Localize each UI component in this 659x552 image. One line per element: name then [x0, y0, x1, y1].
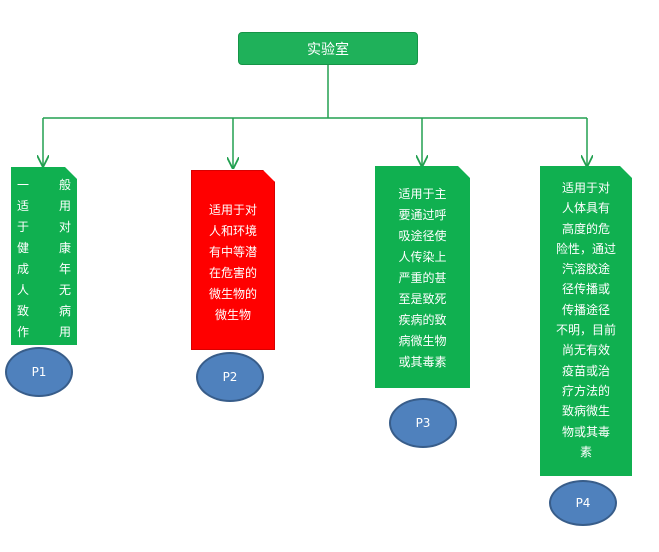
- level-badge-label: P1: [31, 365, 47, 379]
- card-p3-line: 人传染上: [398, 250, 447, 264]
- card-p4-line: 致病微生: [561, 404, 610, 419]
- card-p4-line: 人体具有: [561, 201, 610, 216]
- root-node-lab: 实验室: [238, 32, 418, 65]
- card-p2-line: 有中等潜: [208, 245, 257, 259]
- card-p1-line: 致 病: [17, 304, 71, 318]
- level-badge-p2: P2: [196, 352, 264, 402]
- level-badge-p4: P4: [549, 480, 617, 526]
- card-p4-line: 物或其毒: [561, 424, 610, 439]
- card-p4-line: 险性，通过: [555, 241, 616, 256]
- card-p4-line: 高度的危: [561, 221, 610, 236]
- card-p2-line: 适用于对: [208, 203, 257, 217]
- card-p3-line: 疾病的致: [398, 313, 447, 327]
- card-p1-text: 一 般 适 用 于 对 健 康 成 年 人 无 致 病 作 用: [11, 167, 77, 351]
- card-p4-line: 径传播或: [561, 282, 610, 297]
- card-p3-line: 吸途径使: [398, 229, 447, 243]
- card-p2: 适用于对 人和环境 有中等潜 在危害的 微生物的 微生物: [191, 170, 275, 350]
- card-p4-line: 尚无有效: [561, 343, 610, 358]
- card-p1-line: 一 般: [17, 178, 71, 192]
- level-badge-p3: P3: [389, 398, 457, 448]
- card-p3-line: 病微生物: [398, 334, 447, 348]
- card-p4-line: 素: [579, 444, 592, 459]
- card-p4-line: 疗方法的: [561, 383, 610, 398]
- card-p4-line: 传播途径: [561, 302, 610, 317]
- card-p3-line: 严重的甚: [398, 271, 447, 285]
- card-p4-text: 适用于对 人体具有 高度的危 险性，通过 汽溶胶途 径传播或 传播途径 不明，目…: [540, 166, 632, 470]
- card-p4-line: 不明，目前: [555, 323, 616, 338]
- card-p1-line: 健 康: [17, 241, 71, 255]
- card-p2-line: 微生物的: [208, 287, 257, 301]
- card-p4-line: 汽溶胶途: [561, 262, 610, 277]
- card-p2-line: 微生物: [214, 308, 251, 322]
- level-badge-p1: P1: [5, 347, 73, 397]
- card-p3-line: 要通过呼: [398, 208, 447, 222]
- level-badge-label: P3: [415, 416, 431, 430]
- card-p3-text: 适用于主 要通过呼 吸途径使 人传染上 严重的甚 至是致死 疾病的致 病微生物 …: [375, 166, 470, 381]
- card-p2-line: 在危害的: [208, 266, 257, 280]
- card-p3-line: 适用于主: [398, 187, 447, 201]
- card-p1-line: 作 用: [17, 325, 71, 339]
- card-p3-line: 或其毒素: [398, 355, 447, 369]
- card-p1-line: 于 对: [17, 220, 71, 234]
- card-p1-line: 成 年: [17, 262, 71, 276]
- card-p1: 一 般 适 用 于 对 健 康 成 年 人 无 致 病 作 用: [11, 167, 77, 345]
- card-p4-line: 适用于对: [561, 181, 610, 195]
- card-p3-line: 至是致死: [398, 292, 447, 306]
- card-p1-line: 人 无: [17, 283, 71, 297]
- level-badge-label: P4: [575, 496, 591, 510]
- card-p4: 适用于对 人体具有 高度的危 险性，通过 汽溶胶途 径传播或 传播途径 不明，目…: [540, 166, 632, 476]
- card-p2-text: 适用于对 人和环境 有中等潜 在危害的 微生物的 微生物: [191, 170, 275, 334]
- card-p2-line: 人和环境: [208, 224, 257, 238]
- card-p3: 适用于主 要通过呼 吸途径使 人传染上 严重的甚 至是致死 疾病的致 病微生物 …: [375, 166, 470, 388]
- card-p4-line: 疫苗或治: [561, 363, 610, 378]
- root-node-label: 实验室: [307, 41, 349, 58]
- level-badge-label: P2: [222, 370, 238, 384]
- card-p1-line: 适 用: [17, 199, 71, 213]
